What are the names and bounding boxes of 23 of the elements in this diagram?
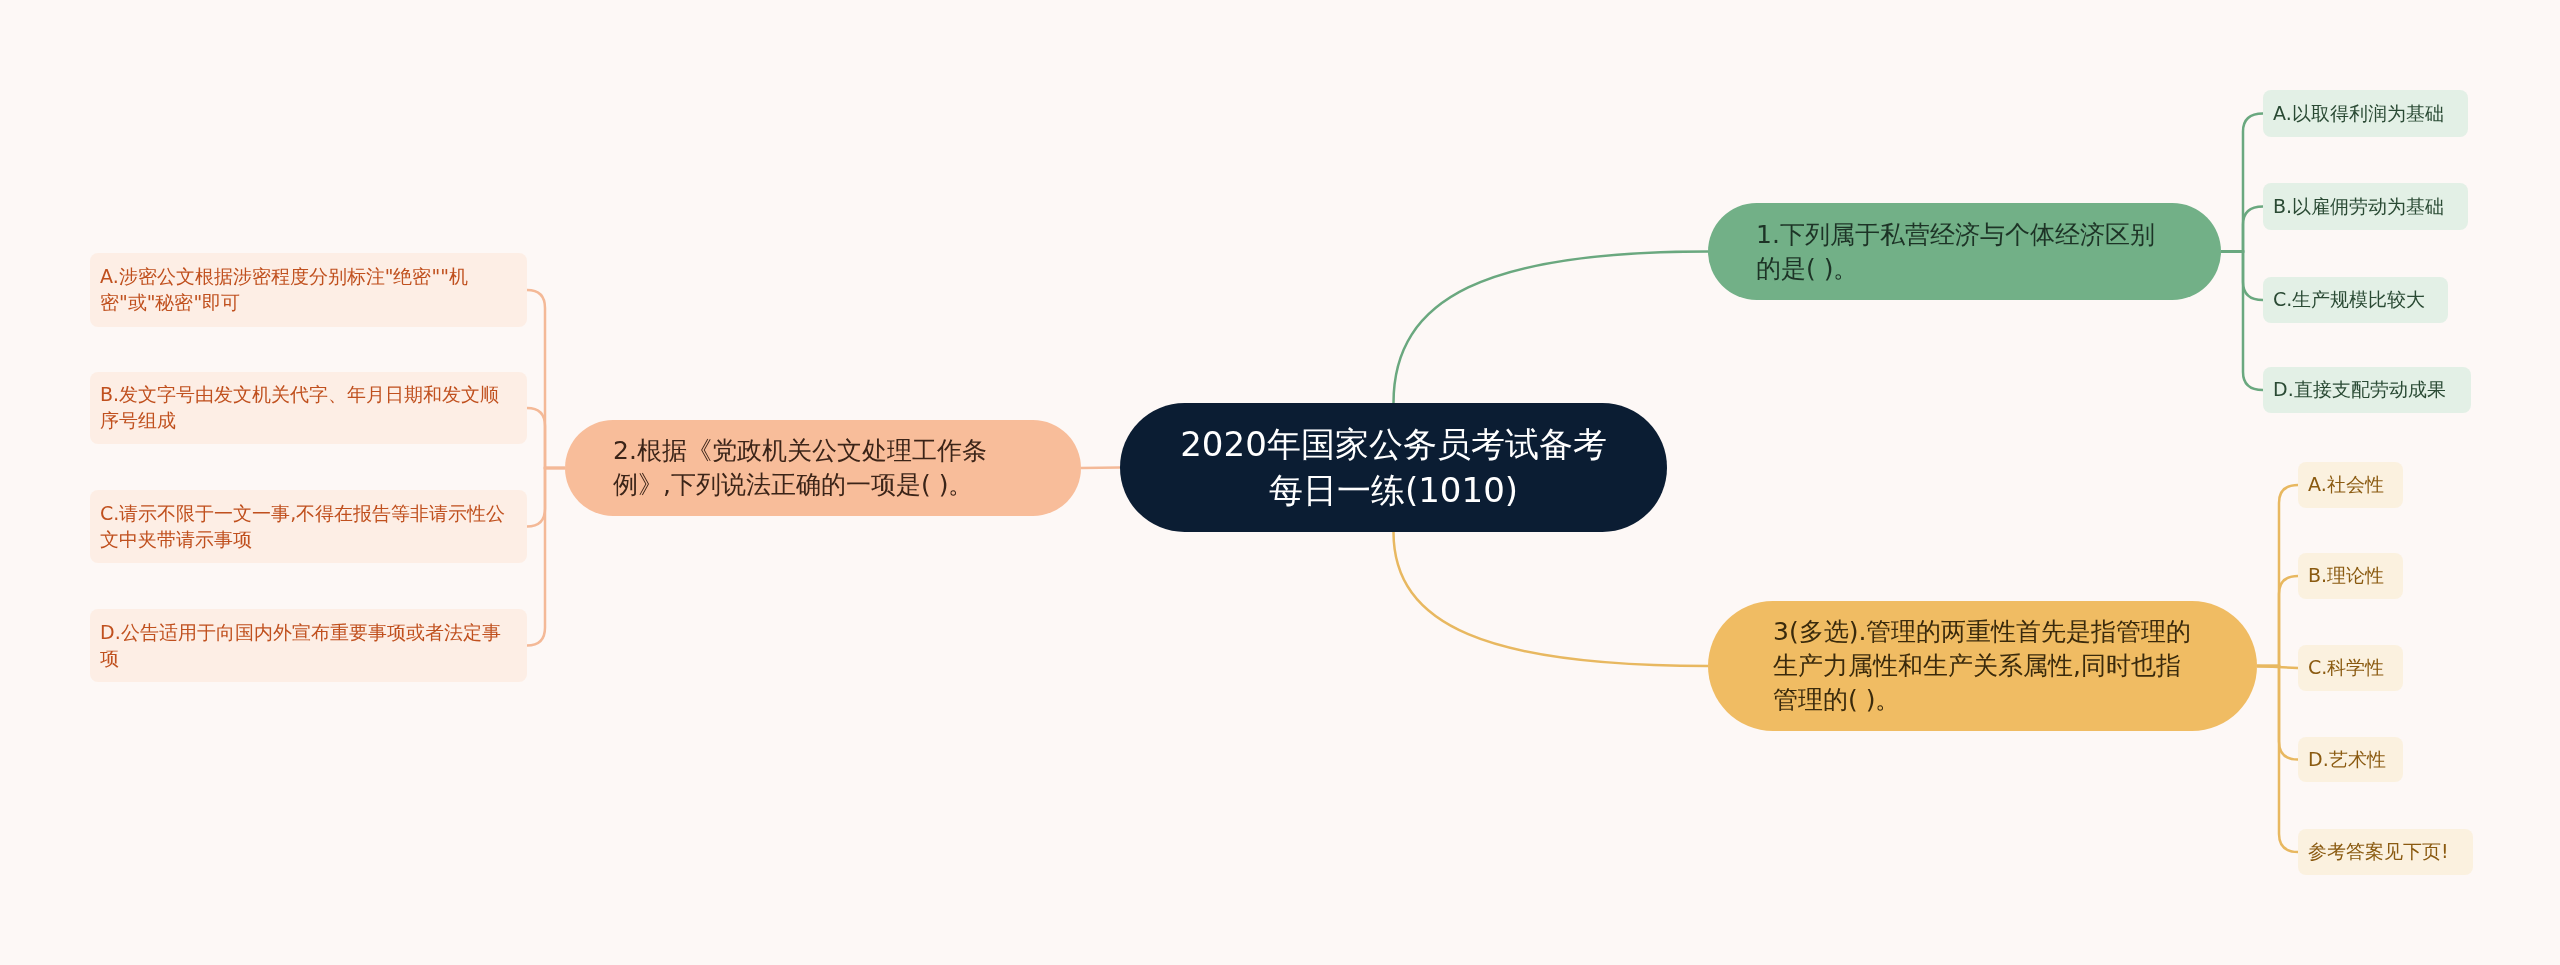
option-box: B.发文字号由发文机关代字、年月日期和发文顺序号组成 (90, 372, 527, 444)
topic-box: 2020年国家公务员考试备考每日一练(1010) (1120, 403, 1667, 532)
subtopic-box: 3(多选).管理的两重性首先是指管理的生产力属性和生产关系属性,同时也指管理的( )。 (1708, 601, 2257, 731)
option-box: C.生产规模比较大 (2263, 277, 2448, 323)
option-box: A.以取得利润为基础 (2263, 90, 2468, 137)
option-box: D.公告适用于向国内外宣布重要事项或者法定事项 (90, 609, 527, 682)
option-box: 参考答案见下页! (2298, 829, 2473, 875)
subtopic-box: 2.根据《党政机关公文处理工作条例》,下列说法正确的一项是( )。 (565, 420, 1081, 516)
option-box: B.以雇佣劳动为基础 (2263, 183, 2468, 230)
option-box: A.涉密公文根据涉密程度分别标注"绝密""机密"或"秘密"即可 (90, 253, 527, 327)
option-box: C.请示不限于一文一事,不得在报告等非请示性公文中夹带请示事项 (90, 490, 527, 563)
connector-line (2221, 250, 2264, 392)
option-box: A.社会性 (2298, 462, 2403, 508)
subtopic-box: 1.下列属于私营经济与个体经济区别的是( )。 (1708, 203, 2221, 300)
option-box: C.科学性 (2298, 645, 2403, 691)
connector-line (2257, 664, 2299, 854)
connector-line (1392, 531, 1708, 668)
connector-line (1392, 250, 1709, 404)
option-box: B.理论性 (2298, 553, 2403, 599)
option-box: D.直接支配劳动成果 (2263, 367, 2471, 413)
option-box: D.艺术性 (2298, 737, 2403, 782)
connector-line (1081, 466, 1120, 470)
connector-line (526, 466, 565, 647)
